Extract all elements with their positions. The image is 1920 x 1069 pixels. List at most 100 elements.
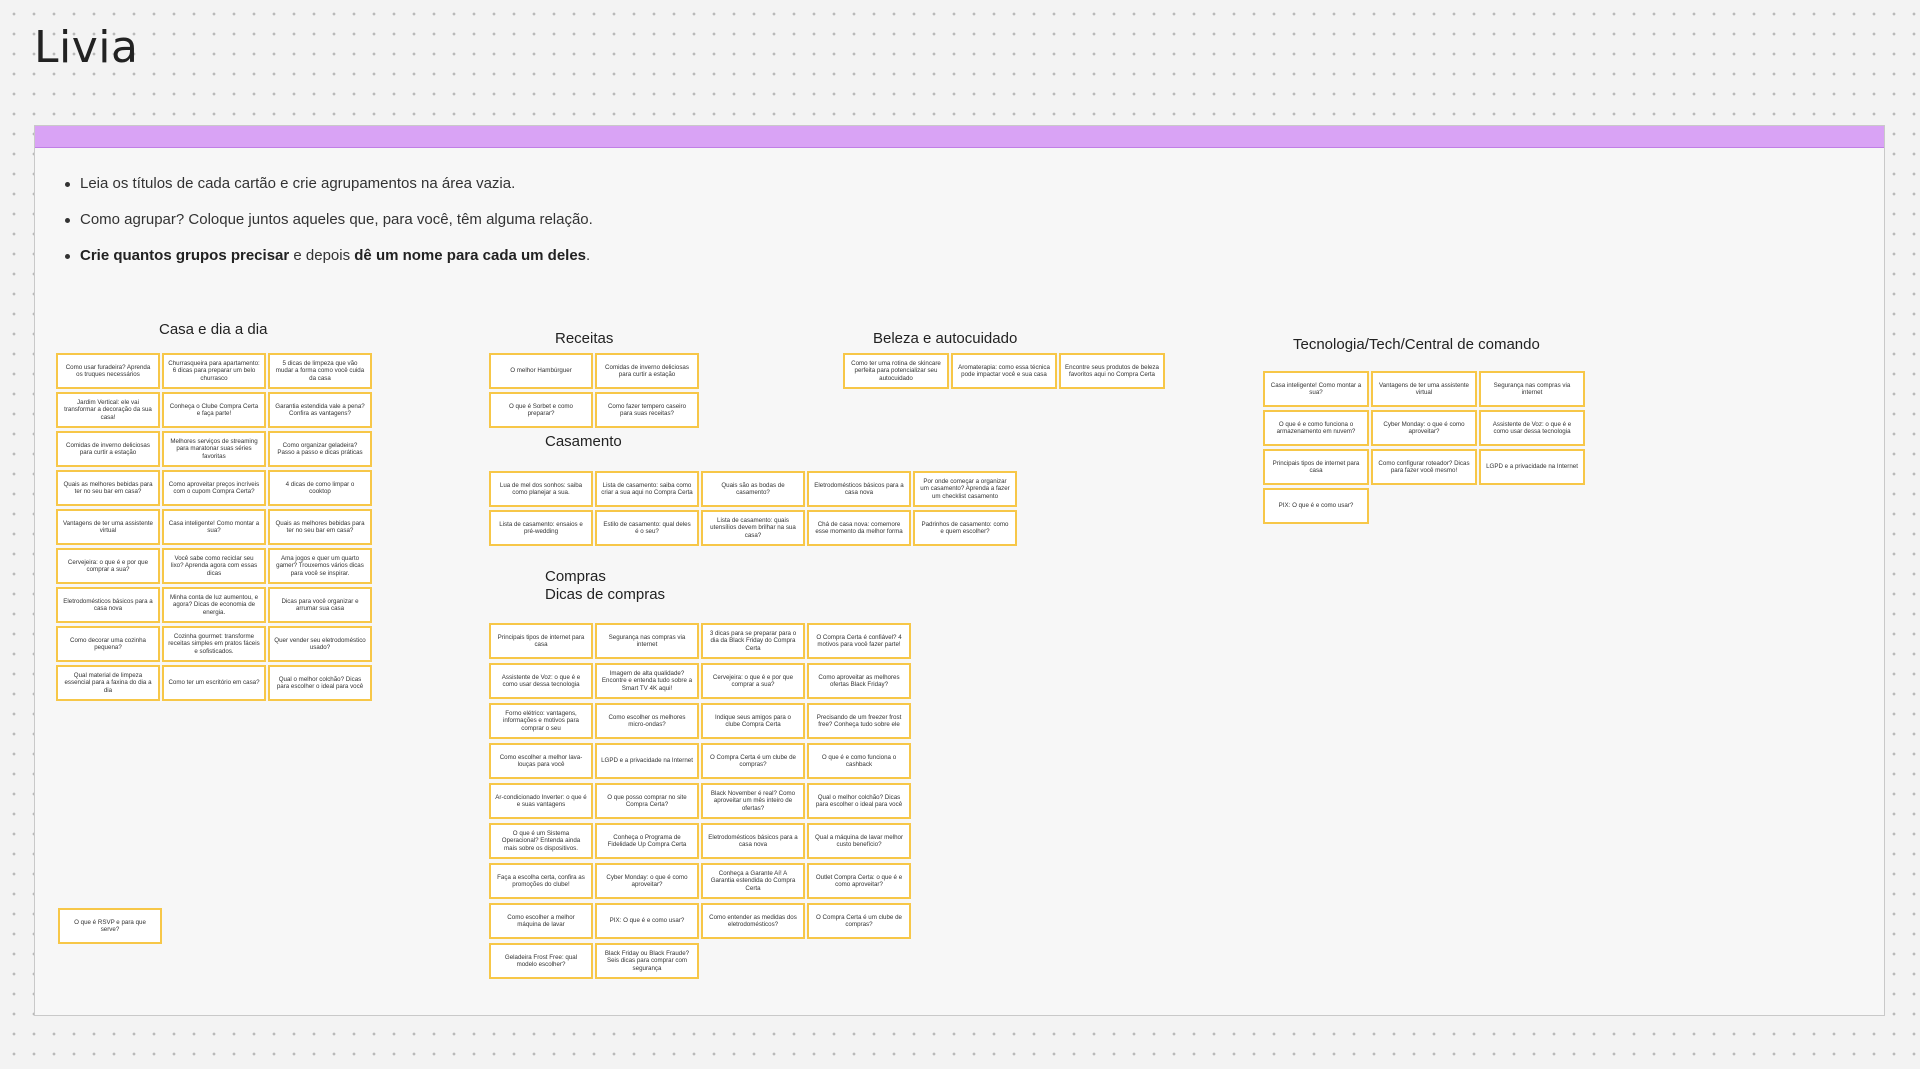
sticky-card[interactable]: Qual o melhor colchão? Dicas para escolh…: [807, 783, 911, 819]
sticky-card[interactable]: Cyber Monday: o que é como aproveitar?: [1371, 410, 1477, 446]
sticky-card[interactable]: O Compra Certa é confiável? 4 motivos pa…: [807, 623, 911, 659]
group-label-tecnologia[interactable]: Tecnologia/Tech/Central de comando: [1293, 336, 1540, 353]
sticky-card[interactable]: Ar-condicionado Inverter: o que é e suas…: [489, 783, 593, 819]
sticky-card[interactable]: Cervejeira: o que é e por que comprar a …: [56, 548, 160, 584]
sticky-card[interactable]: Aromaterapia: como essa técnica pode imp…: [951, 353, 1057, 389]
sticky-card[interactable]: Lua de mel dos sonhos: saiba como planej…: [489, 471, 593, 507]
sticky-card[interactable]: 5 dicas de limpeza que vão mudar a forma…: [268, 353, 372, 389]
sticky-card[interactable]: Assistente de Voz: o que é e como usar d…: [489, 663, 593, 699]
sticky-card[interactable]: Assistente de Voz: o que é e como usar d…: [1479, 410, 1585, 446]
sticky-card[interactable]: 3 dicas para se preparar para o dia da B…: [701, 623, 805, 659]
activity-frame[interactable]: Leia os títulos de cada cartão e crie ag…: [34, 125, 1885, 1016]
sticky-card[interactable]: Como configurar roteador? Dicas para faz…: [1371, 449, 1477, 485]
sticky-card[interactable]: O que é e como funciona o cashback: [807, 743, 911, 779]
sticky-card[interactable]: Conheça o Clube Compra Certa e faça part…: [162, 392, 266, 428]
sticky-card[interactable]: Estilo de casamento: qual deles é o seu?: [595, 510, 699, 546]
sticky-card[interactable]: Melhores serviços de streaming para mara…: [162, 431, 266, 467]
sticky-card[interactable]: Como ter um escritório em casa?: [162, 665, 266, 701]
sticky-card[interactable]: Quais as melhores bebidas para ter no se…: [56, 470, 160, 506]
sticky-card[interactable]: Como escolher a melhor lava-louças para …: [489, 743, 593, 779]
sticky-card[interactable]: Quais as melhores bebidas para ter no se…: [268, 509, 372, 545]
sticky-card[interactable]: Black Friday ou Black Fraude? Seis dicas…: [595, 943, 699, 979]
sticky-card[interactable]: Geladeira Frost Free: qual modelo escolh…: [489, 943, 593, 979]
sticky-card[interactable]: 4 dicas de como limpar o cooktop: [268, 470, 372, 506]
sticky-card[interactable]: Como organizar geladeira? Passo a passo …: [268, 431, 372, 467]
sticky-card[interactable]: Dicas para você organizar e arrumar sua …: [268, 587, 372, 623]
sticky-card[interactable]: Casa inteligente! Como montar a sua?: [162, 509, 266, 545]
sticky-card[interactable]: PIX: O que é e como usar?: [595, 903, 699, 939]
sticky-card[interactable]: Por onde começar a organizar um casament…: [913, 471, 1017, 507]
sticky-card[interactable]: Outlet Compra Certa: o que é e como apro…: [807, 863, 911, 899]
sticky-card[interactable]: Principais tipos de internet para casa: [489, 623, 593, 659]
sticky-card[interactable]: Eletrodomésticos básicos para a casa nov…: [701, 823, 805, 859]
sticky-card[interactable]: O que é e como funciona o armazenamento …: [1263, 410, 1369, 446]
sticky-card[interactable]: Minha conta de luz aumentou, e agora? Di…: [162, 587, 266, 623]
frame-header-bar: [35, 126, 1884, 148]
sticky-card[interactable]: Qual a máquina de lavar melhor custo ben…: [807, 823, 911, 859]
sticky-card[interactable]: Casa inteligente! Como montar a sua?: [1263, 371, 1369, 407]
sticky-card[interactable]: Ama jogos e quer um quarto gamer? Trouxe…: [268, 548, 372, 584]
sticky-card[interactable]: O que é um Sistema Operacional? Entenda …: [489, 823, 593, 859]
sticky-card[interactable]: Como aproveitar preços incríveis com o c…: [162, 470, 266, 506]
sticky-card[interactable]: Como fazer tempero caseiro para suas rec…: [595, 392, 699, 428]
group-label-compras[interactable]: Compras Dicas de compras: [545, 568, 665, 604]
group-label-beleza[interactable]: Beleza e autocuidado: [873, 330, 1018, 347]
sticky-card[interactable]: Comidas de inverno deliciosas para curti…: [56, 431, 160, 467]
sticky-card[interactable]: O Compra Certa é um clube de compras?: [701, 743, 805, 779]
sticky-card[interactable]: Encontre seus produtos de beleza favorit…: [1059, 353, 1165, 389]
sticky-card[interactable]: Cozinha gourmet: transforme receitas sim…: [162, 626, 266, 662]
instruction-1: Leia os títulos de cada cartão e crie ag…: [63, 174, 593, 194]
sticky-card[interactable]: O que posso comprar no site Compra Certa…: [595, 783, 699, 819]
sticky-card[interactable]: Precisando de um freezer frost free? Con…: [807, 703, 911, 739]
sticky-card[interactable]: Faça a escolha certa, confira as promoçõ…: [489, 863, 593, 899]
sticky-card[interactable]: Cervejeira: o que é e por que comprar a …: [701, 663, 805, 699]
sticky-card[interactable]: Conheça o Programa de Fidelidade Up Comp…: [595, 823, 699, 859]
sticky-card[interactable]: Lista de casamento: ensaios e pré-weddin…: [489, 510, 593, 546]
sticky-card[interactable]: Vantagens de ter uma assistente virtual: [1371, 371, 1477, 407]
sticky-card[interactable]: Padrinhos de casamento: como e quem esco…: [913, 510, 1017, 546]
sticky-card[interactable]: Vantagens de ter uma assistente virtual: [56, 509, 160, 545]
sticky-card[interactable]: Qual material de limpeza essencial para …: [56, 665, 160, 701]
sticky-card[interactable]: Como escolher os melhores micro-ondas?: [595, 703, 699, 739]
sticky-card[interactable]: Cyber Monday: o que é como aproveitar?: [595, 863, 699, 899]
sticky-card[interactable]: Jardim Vertical: ele vai transformar a d…: [56, 392, 160, 428]
instruction-3-bold-b: dê um nome para cada um deles: [354, 247, 587, 264]
sticky-card[interactable]: Eletrodomésticos básicos para a casa nov…: [807, 471, 911, 507]
sticky-card[interactable]: Conheça a Garante Aí! A Garantia estendi…: [701, 863, 805, 899]
sticky-card[interactable]: Como entender as medidas dos eletrodomés…: [701, 903, 805, 939]
sticky-card[interactable]: Como decorar uma cozinha pequena?: [56, 626, 160, 662]
sticky-card[interactable]: Como ter uma rotina de skincare perfeita…: [843, 353, 949, 389]
sticky-card[interactable]: Segurança nas compras via internet: [1479, 371, 1585, 407]
sticky-card[interactable]: Como escolher a melhor máquina de lavar: [489, 903, 593, 939]
sticky-card[interactable]: PIX: O que é e como usar?: [1263, 488, 1369, 524]
sticky-card[interactable]: O que é RSVP e para que serve?: [58, 908, 162, 944]
sticky-card[interactable]: Qual o melhor colchão? Dicas para escolh…: [268, 665, 372, 701]
sticky-card[interactable]: Imagem de alta qualidade? Encontre e ent…: [595, 663, 699, 699]
sticky-card[interactable]: Indique seus amigos para o clube Compra …: [701, 703, 805, 739]
sticky-card[interactable]: Eletrodomésticos básicos para a casa nov…: [56, 587, 160, 623]
sticky-card[interactable]: LGPD e a privacidade na Internet: [1479, 449, 1585, 485]
instruction-3: Crie quantos grupos precisar e depois dê…: [63, 246, 593, 266]
sticky-card[interactable]: Você sabe como reciclar seu lixo? Aprend…: [162, 548, 266, 584]
sticky-card[interactable]: O Compra Certa é um clube de compras?: [807, 903, 911, 939]
sticky-card[interactable]: Forno elétrico: vantagens, informações e…: [489, 703, 593, 739]
sticky-card[interactable]: Chá de casa nova: comemore esse momento …: [807, 510, 911, 546]
sticky-card[interactable]: Quais são as bodas de casamento?: [701, 471, 805, 507]
sticky-card[interactable]: LGPD e a privacidade na Internet: [595, 743, 699, 779]
sticky-card[interactable]: Principais tipos de internet para casa: [1263, 449, 1369, 485]
sticky-card[interactable]: Como aproveitar as melhores ofertas Blac…: [807, 663, 911, 699]
group-label-receitas[interactable]: Receitas: [555, 330, 614, 347]
sticky-card[interactable]: Lista de casamento: quais utensílios dev…: [701, 510, 805, 546]
sticky-card[interactable]: Churrasqueira para apartamento: 6 dicas …: [162, 353, 266, 389]
sticky-card[interactable]: Como usar furadeira? Aprenda os truques …: [56, 353, 160, 389]
sticky-card[interactable]: Black November é real? Como aproveitar u…: [701, 783, 805, 819]
sticky-card[interactable]: Quer vender seu eletrodoméstico usado?: [268, 626, 372, 662]
sticky-card[interactable]: Segurança nas compras via internet: [595, 623, 699, 659]
sticky-card[interactable]: O que é Sorbet e como preparar?: [489, 392, 593, 428]
sticky-card[interactable]: Lista de casamento: saiba como criar a s…: [595, 471, 699, 507]
group-label-casamento[interactable]: Casamento: [545, 433, 622, 450]
sticky-card[interactable]: O melhor Hambúrguer: [489, 353, 593, 389]
sticky-card[interactable]: Garantia estendida vale a pena? Confira …: [268, 392, 372, 428]
sticky-card[interactable]: Comidas de inverno deliciosas para curti…: [595, 353, 699, 389]
group-label-casa[interactable]: Casa e dia a dia: [159, 321, 268, 338]
